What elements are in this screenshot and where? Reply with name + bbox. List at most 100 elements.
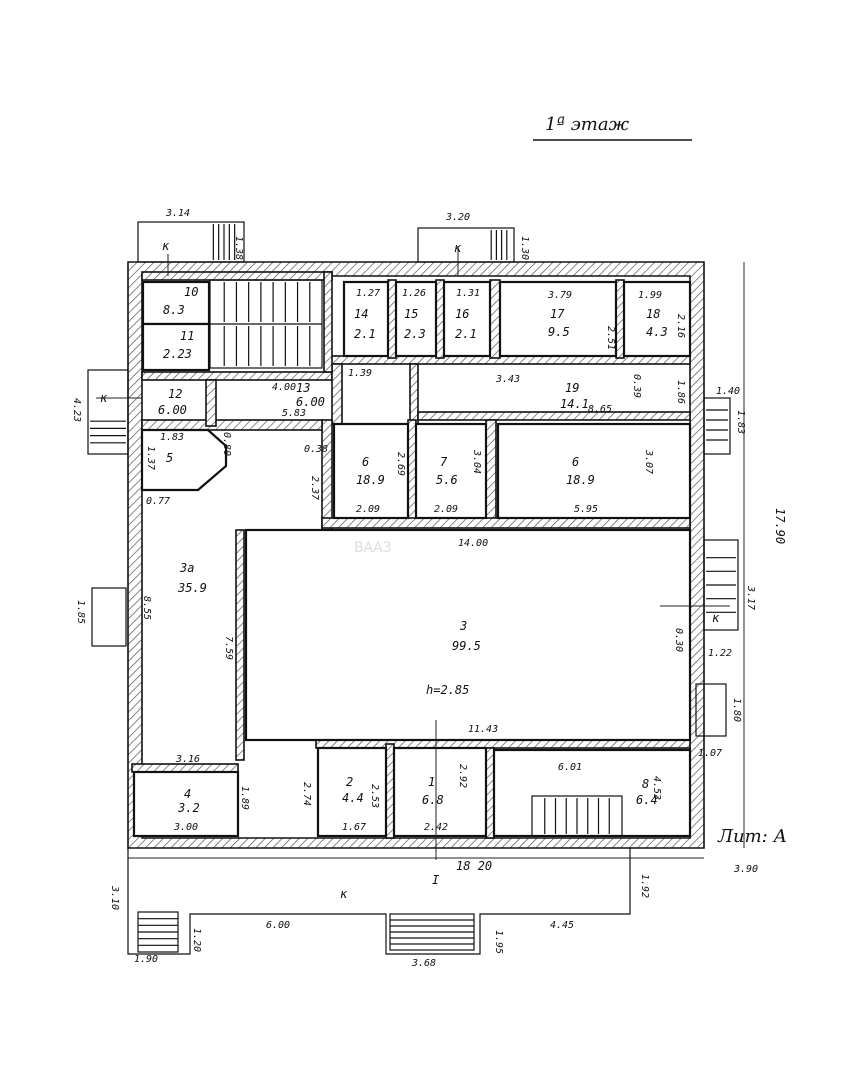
svg-text:1.30: 1.30 [519, 236, 530, 260]
svg-text:6: 6 [362, 455, 369, 469]
room-label-10: 136.00 [296, 381, 325, 409]
svg-text:16: 16 [455, 307, 469, 321]
room-label-17: 179.5 [548, 307, 570, 339]
svg-text:3.04: 3.04 [471, 449, 482, 474]
svg-text:1.92: 1.92 [639, 874, 650, 898]
svg-text:1.85: 1.85 [75, 600, 86, 624]
svg-text:6.00: 6.00 [158, 403, 187, 417]
svg-text:5.83: 5.83 [282, 408, 306, 419]
svg-text:1.83: 1.83 [160, 432, 184, 443]
svg-text:18: 18 [646, 307, 660, 321]
watermark: ВААЗ [354, 540, 392, 556]
ceiling-height-note: h=2.85 [426, 683, 469, 697]
svg-text:4.23: 4.23 [71, 398, 82, 422]
svg-text:3.00: 3.00 [173, 822, 198, 833]
svg-text:1.39: 1.39 [348, 368, 372, 379]
room-6-number: 6 [572, 455, 579, 469]
svg-text:5.6: 5.6 [436, 473, 458, 487]
svg-text:2.69: 2.69 [395, 452, 406, 476]
dimension-labels: 3.14 3.20 1.38 1.30 1.27 1.26 1.31 3.79 … [71, 208, 758, 969]
svg-text:2.53: 2.53 [369, 784, 380, 808]
svg-text:3: 3 [459, 619, 467, 633]
svg-text:0.77: 0.77 [146, 496, 170, 507]
svg-text:к: к [162, 239, 170, 253]
svg-text:8.3: 8.3 [163, 303, 185, 317]
svg-text:1.38: 1.38 [233, 236, 244, 260]
porch-right-low [695, 683, 727, 737]
room-label-16: 162.1 [455, 307, 477, 341]
svg-text:1.83: 1.83 [735, 410, 746, 434]
svg-text:17: 17 [550, 307, 565, 321]
room-labels: 108.3 112.23 126.00 136.00 142.1 152.3 1… [158, 285, 668, 815]
svg-text:2.1: 2.1 [354, 327, 376, 341]
overall-depth: 17.90 [773, 508, 787, 544]
porches [87, 221, 739, 955]
room-3-outline [244, 528, 692, 742]
svg-text:3.79: 3.79 [547, 290, 572, 301]
svg-text:99.5: 99.5 [452, 639, 481, 653]
svg-text:4.00: 4.00 [272, 382, 296, 393]
svg-text:18.9: 18.9 [356, 473, 385, 487]
svg-text:11: 11 [180, 329, 194, 343]
room-13-outline [141, 280, 211, 326]
svg-text:3.68: 3.68 [411, 958, 436, 969]
svg-text:1.90: 1.90 [134, 954, 158, 965]
svg-text:1.07: 1.07 [698, 748, 722, 759]
porch-marks: к к к к к [100, 239, 720, 901]
svg-text:2.51: 2.51 [605, 326, 616, 350]
room-14-outline [342, 280, 390, 358]
svg-text:3.17: 3.17 [745, 585, 756, 610]
svg-text:14.1: 14.1 [560, 397, 589, 411]
room-8-outline [414, 422, 488, 520]
room-6-outline [496, 422, 692, 520]
room-label-18: 184.3 [646, 307, 668, 339]
svg-text:1.27: 1.27 [356, 288, 380, 299]
room-label-5: 5 [166, 451, 173, 465]
room-label-4: 43.2 [177, 787, 200, 815]
svg-text:2.74: 2.74 [301, 782, 312, 806]
porch-left [87, 369, 129, 455]
porch-right-top [703, 397, 731, 455]
svg-text:1.99: 1.99 [638, 290, 662, 301]
svg-text:2.09: 2.09 [356, 504, 380, 515]
svg-text:к: к [100, 391, 108, 405]
svg-text:6.00: 6.00 [296, 395, 325, 409]
room-label-8: 75.6 [436, 455, 458, 487]
svg-text:к: к [454, 241, 462, 255]
svg-text:4: 4 [184, 787, 191, 801]
svg-text:1.20: 1.20 [191, 928, 202, 952]
dimension-lines [96, 246, 745, 860]
svg-text:10: 10 [184, 285, 198, 299]
svg-text:к: к [340, 887, 348, 901]
svg-text:3.90: 3.90 [733, 864, 758, 875]
porch-steps [90, 224, 736, 953]
svg-text:3.2: 3.2 [177, 801, 200, 815]
svg-text:0.30: 0.30 [673, 628, 684, 652]
terrace-steps [137, 911, 179, 953]
svg-text:5: 5 [166, 451, 173, 465]
svg-text:3а: 3а [179, 561, 194, 575]
svg-text:12: 12 [168, 387, 182, 401]
room-12-outline [141, 322, 211, 372]
svg-text:1.80: 1.80 [731, 698, 742, 722]
room-17-outline [498, 280, 618, 358]
svg-text:14: 14 [354, 307, 368, 321]
svg-text:18.9: 18.9 [566, 473, 595, 487]
svg-text:0.39: 0.39 [631, 374, 642, 398]
room-label-3: 399.5 [452, 619, 481, 653]
room-9-outline [492, 748, 692, 838]
svg-text:6.8: 6.8 [422, 793, 444, 807]
overall-labels: 18 20 17.90 I h=2.85 Лит: А ВААЗ [354, 508, 787, 887]
svg-text:1.40: 1.40 [716, 386, 740, 397]
porch-top-mid [417, 227, 515, 263]
svg-text:8.55: 8.55 [141, 596, 152, 620]
svg-text:8.65: 8.65 [588, 404, 612, 415]
svg-text:0.80: 0.80 [221, 432, 232, 456]
porch-right-mid [703, 539, 739, 631]
room-label-13: 108.3 [163, 285, 198, 317]
svg-text:3.10: 3.10 [109, 885, 120, 910]
svg-text:2.16: 2.16 [675, 314, 686, 338]
svg-text:11.43: 11.43 [468, 724, 498, 735]
svg-text:2.1: 2.1 [455, 327, 477, 341]
